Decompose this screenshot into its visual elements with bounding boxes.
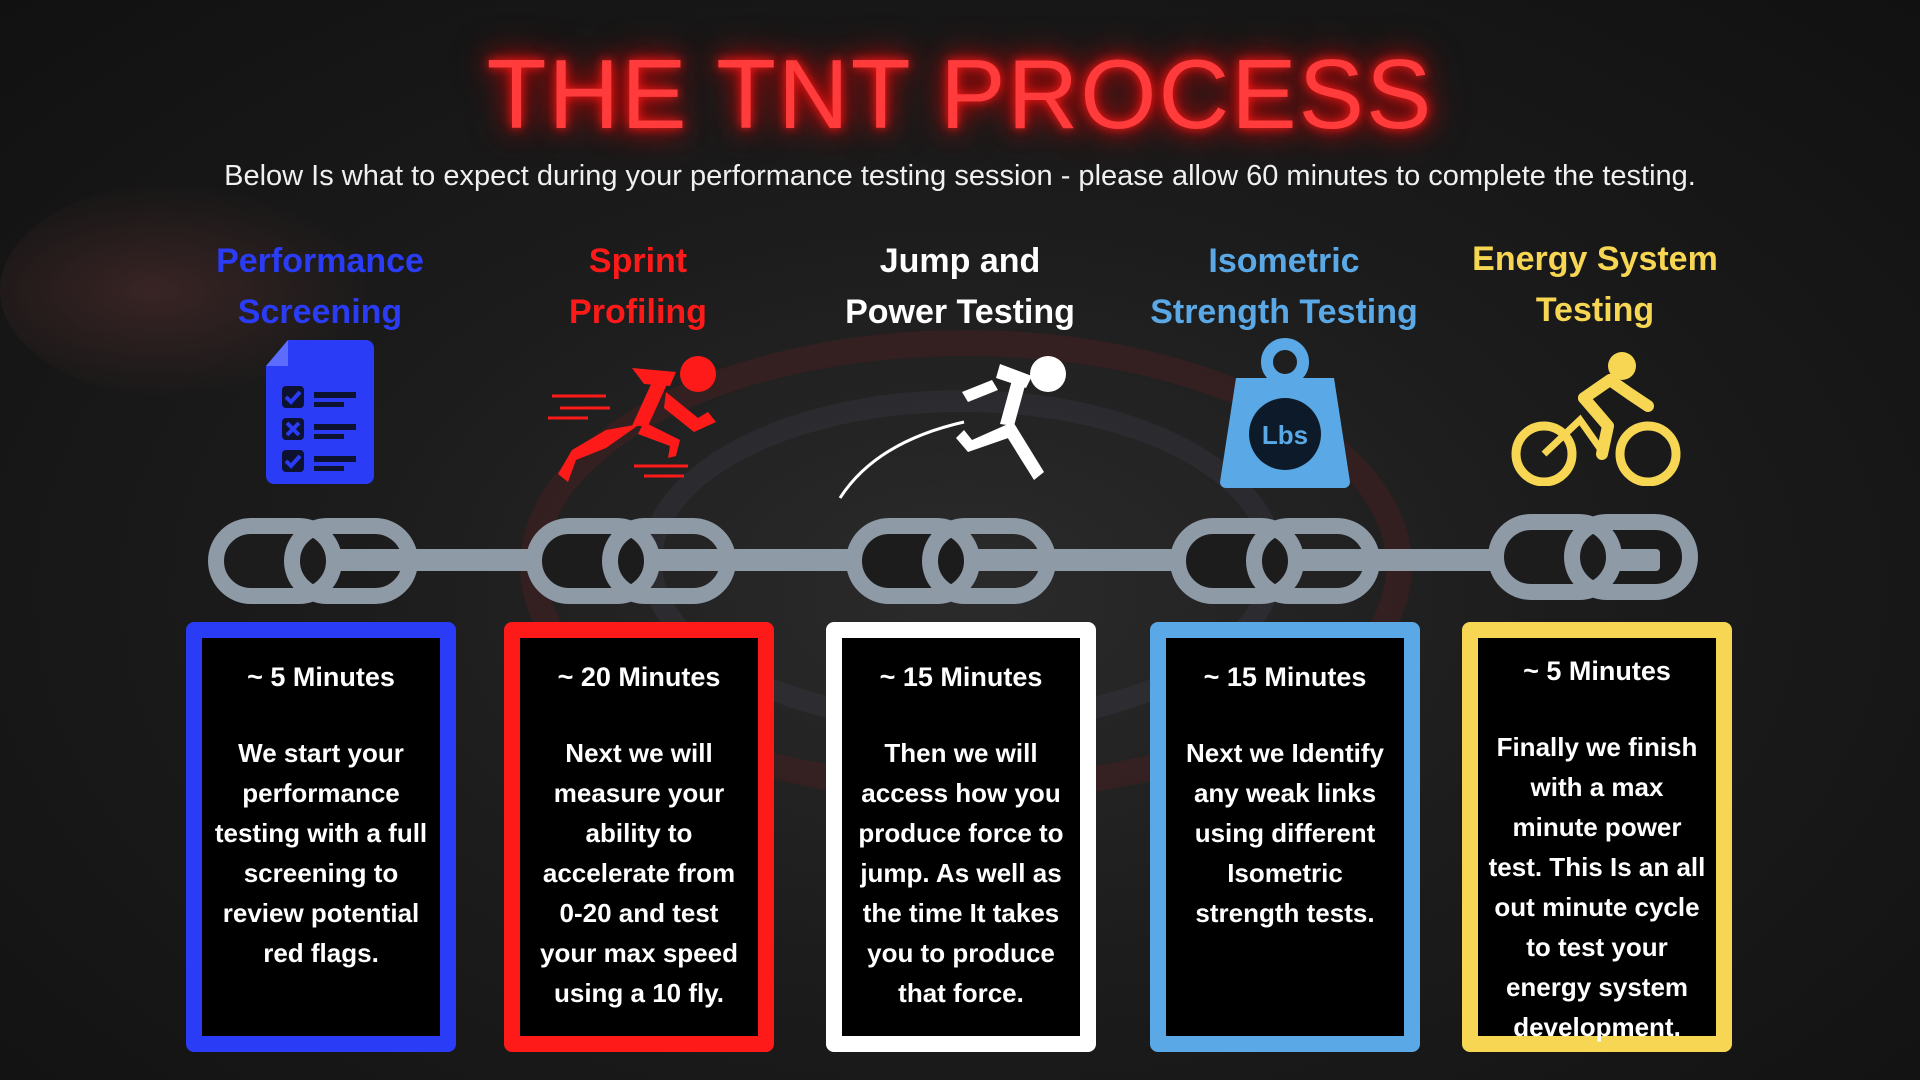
duration-label: ~ 5 Minutes (247, 662, 395, 692)
step-title-line2: Power Testing (845, 293, 1075, 331)
checklist-icon (262, 336, 378, 493)
chain-link-icon (846, 516, 1056, 611)
duration-label: ~ 15 Minutes (879, 662, 1043, 692)
chain-link-icon (1488, 512, 1698, 607)
step-description: Finally we finish with a max minute powe… (1488, 732, 1706, 1042)
duration-label: ~ 15 Minutes (1203, 662, 1367, 692)
weight-label: Lbs (1262, 420, 1308, 450)
card-energy-system: ~ 5 Minutes Finally we finish with a max… (1462, 622, 1732, 1052)
step-title-line1: Jump and (879, 242, 1041, 280)
step-title-line2: Screening (237, 293, 403, 331)
step-title-line1: Energy System (1472, 240, 1718, 278)
card-isometric-strength: ~ 15 Minutes Next we Identify any weak l… (1150, 622, 1420, 1052)
step-title-energy-system: Energy System Testing (1435, 234, 1755, 336)
card-jump-power: ~ 15 Minutes Then we will access how you… (826, 622, 1096, 1052)
step-title-line2: Strength Testing (1150, 293, 1418, 331)
step-title-line2: Testing (1535, 291, 1655, 329)
page-subtitle: Below Is what to expect during your perf… (224, 160, 1696, 192)
chain-link-icon (208, 516, 418, 611)
weight-icon: Lbs (1218, 338, 1352, 495)
step-title-line1: Performance (216, 242, 424, 280)
step-description: Next we will measure your ability to acc… (540, 738, 738, 1008)
step-description: We start your performance testing with a… (214, 738, 428, 968)
chain-link-icon (1170, 516, 1380, 611)
page-title: THE TNT PROCESS (486, 39, 1434, 149)
step-title-sprint-profiling: Sprint Profiling (478, 236, 798, 338)
jumper-icon (836, 352, 1068, 507)
step-description: Next we Identify any weak links using di… (1186, 738, 1384, 928)
cyclist-icon (1510, 350, 1682, 491)
step-title-isometric-strength: Isometric Strength Testing (1124, 236, 1444, 338)
step-title-line2: Profiling (569, 293, 707, 331)
chain-link-icon (526, 516, 736, 611)
step-title-line1: Isometric (1208, 242, 1360, 280)
step-title-jump-power: Jump and Power Testing (800, 236, 1120, 338)
duration-label: ~ 20 Minutes (557, 662, 721, 692)
step-description: Then we will access how you produce forc… (858, 738, 1064, 1008)
card-performance-screening: ~ 5 Minutes We start your performance te… (186, 622, 456, 1052)
duration-label: ~ 5 Minutes (1523, 656, 1671, 686)
step-title-performance-screening: Performance Screening (160, 236, 480, 338)
step-title-line1: Sprint (588, 242, 688, 280)
card-sprint-profiling: ~ 20 Minutes Next we will measure your a… (504, 622, 774, 1052)
sprinter-icon (548, 352, 720, 493)
